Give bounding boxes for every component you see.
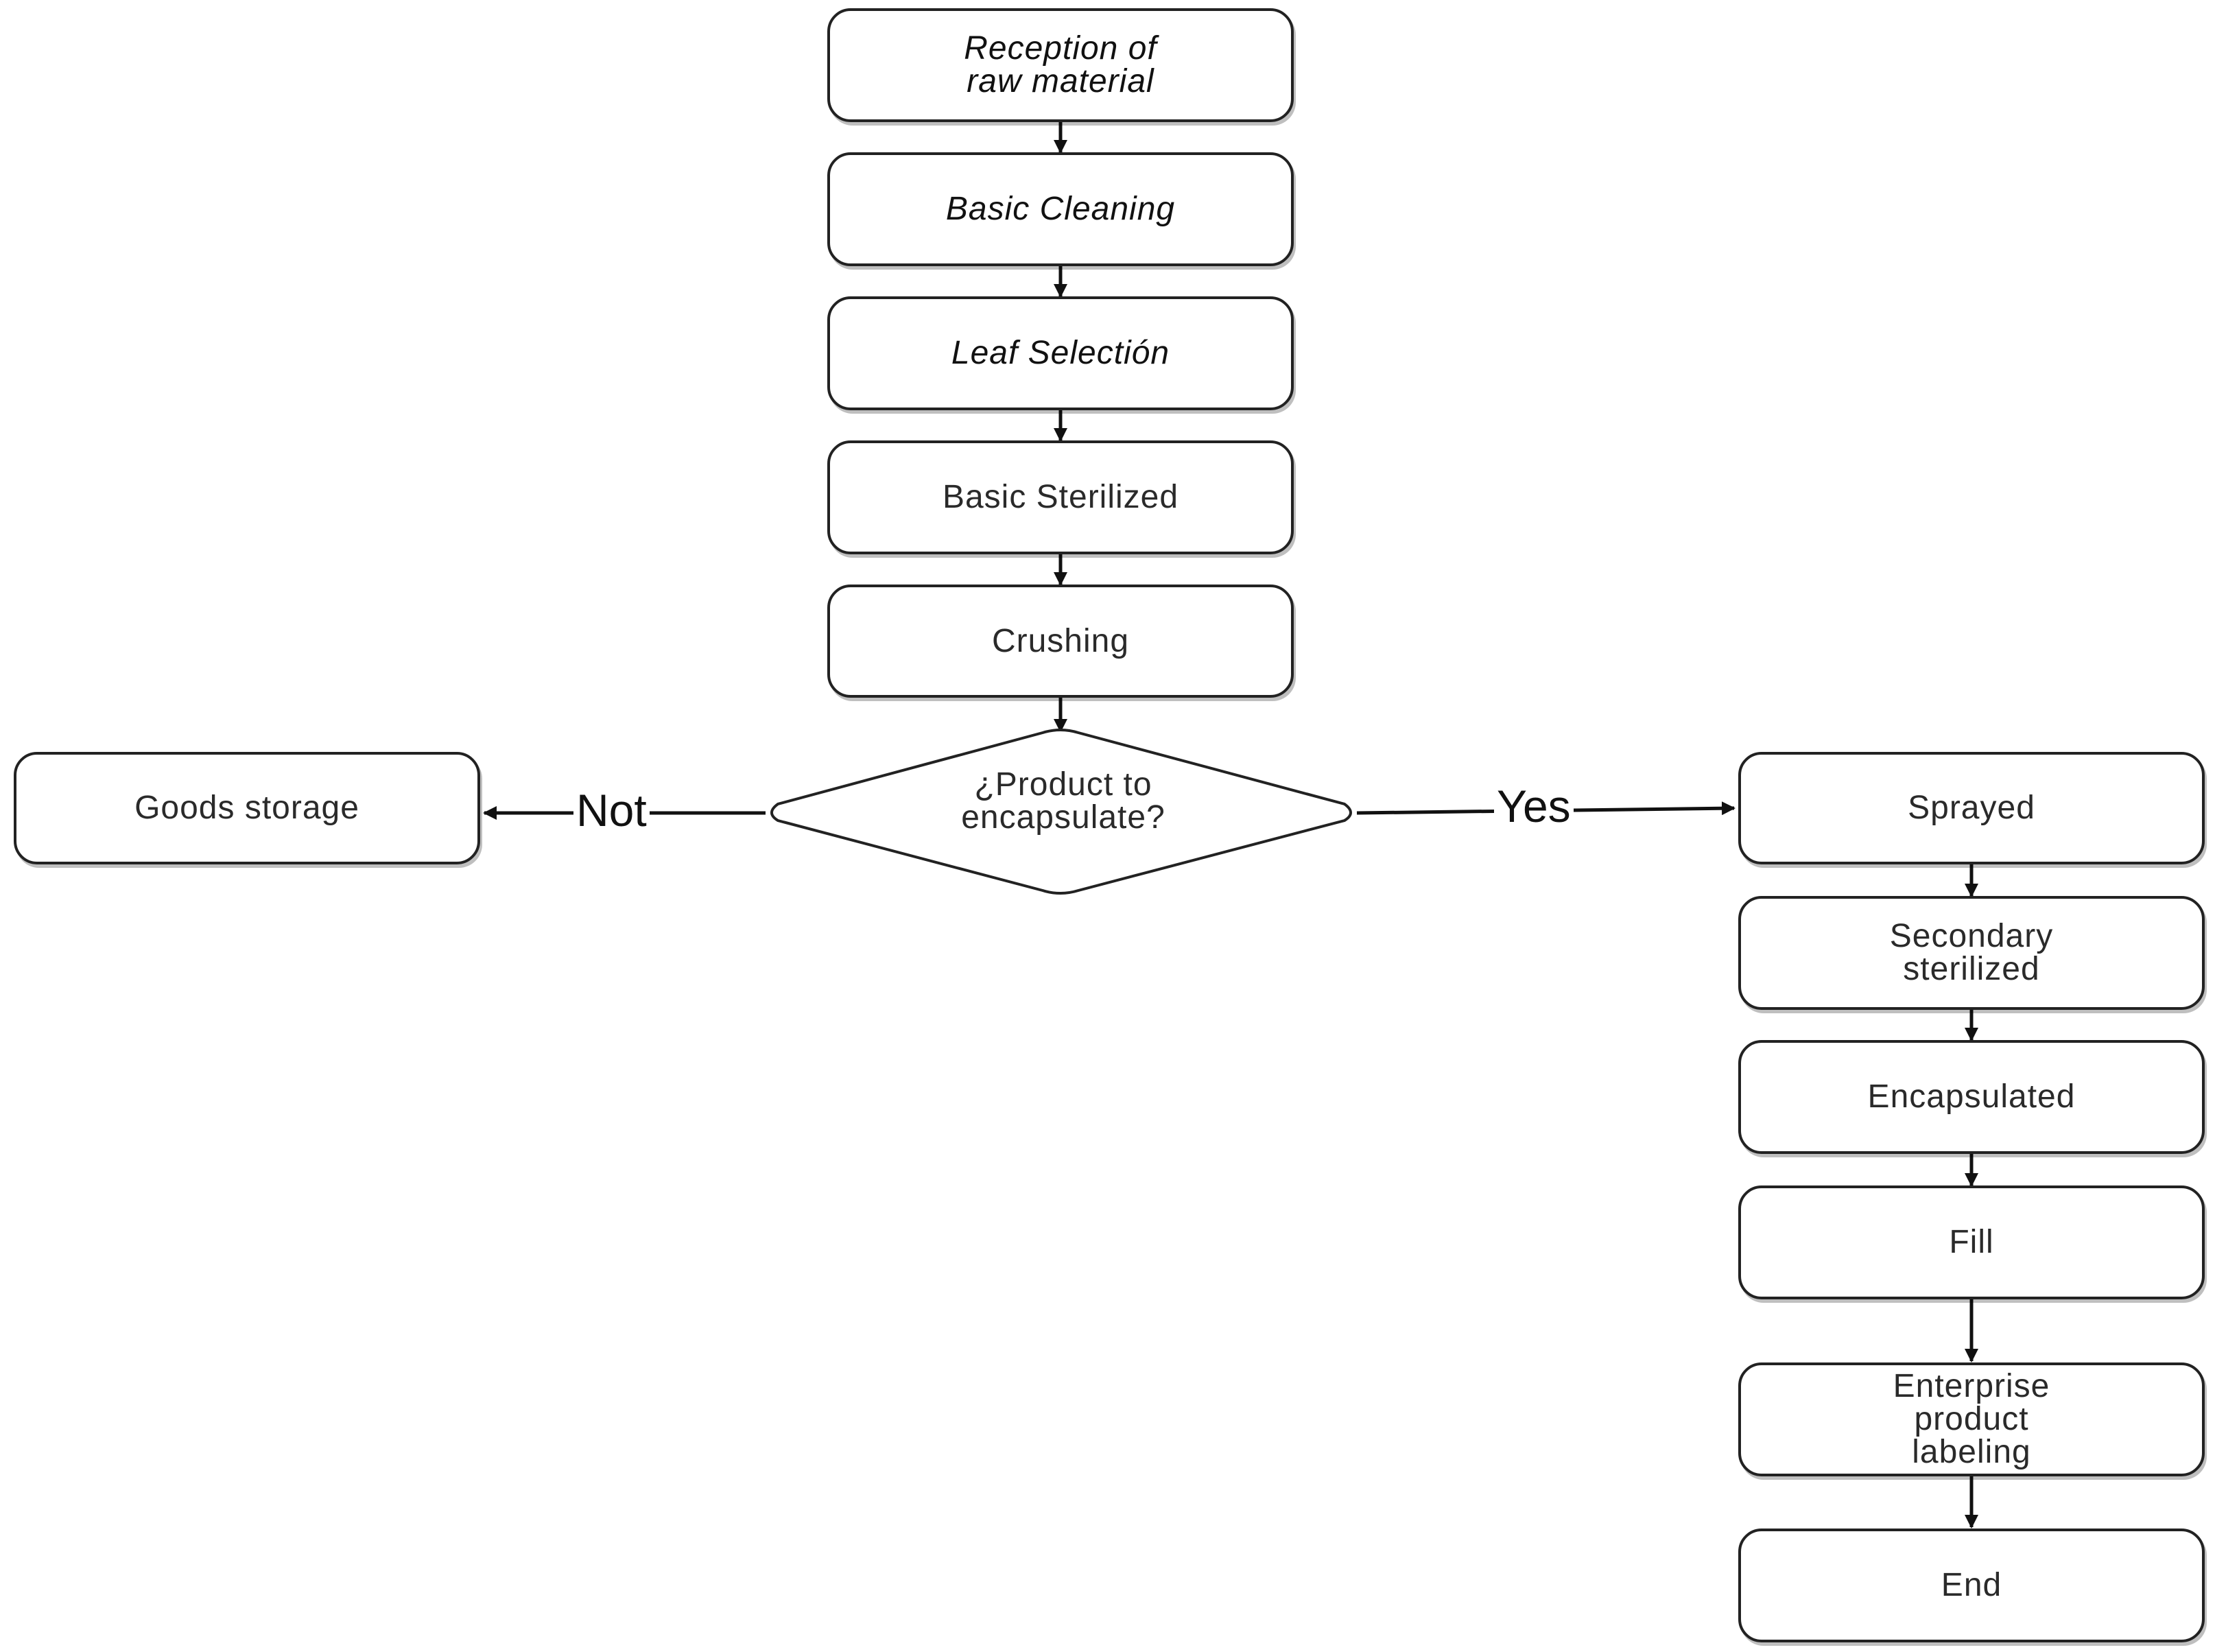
step-label: Enterprise product labeling [1893,1368,2050,1470]
step-label: Encapsulated [1867,1078,2076,1115]
step-leaf-selection: Leaf Selectión [827,296,1294,410]
step-basic-cleaning: Basic Cleaning [827,152,1294,266]
step-label: Goods storage [134,790,359,826]
step-label: End [1941,1567,2002,1603]
edge-label-no: Not [573,788,650,833]
step-secondary-sterilized: Secondary sterilized [1738,896,2205,1010]
step-label: Reception of raw material [964,30,1157,99]
step-fill: Fill [1738,1185,2205,1299]
step-crushing: Crushing [827,585,1294,698]
step-goods-storage: Goods storage [14,752,480,864]
decision-diamond [770,729,1352,895]
step-reception-of-raw-material: Reception of raw material [827,8,1294,122]
step-label: Basic Sterilized [942,479,1179,515]
step-label: Fill [1949,1224,1994,1260]
step-end: End [1738,1529,2205,1642]
step-label: Sprayed [1908,790,2035,826]
edge-label-yes: Yes [1494,783,1574,829]
step-label: Basic Cleaning [945,191,1176,227]
step-encapsulated: Encapsulated [1738,1040,2205,1154]
step-sprayed: Sprayed [1738,752,2205,864]
step-basic-sterilized: Basic Sterilized [827,440,1294,554]
step-label: Secondary sterilized [1889,918,2054,987]
decision-label: ¿Product to encapsulate? [961,766,1165,836]
step-label: Crushing [991,622,1130,659]
step-label: Leaf Selectión [951,335,1170,371]
step-enterprise-product-labeling: Enterprise product labeling [1738,1362,2205,1476]
